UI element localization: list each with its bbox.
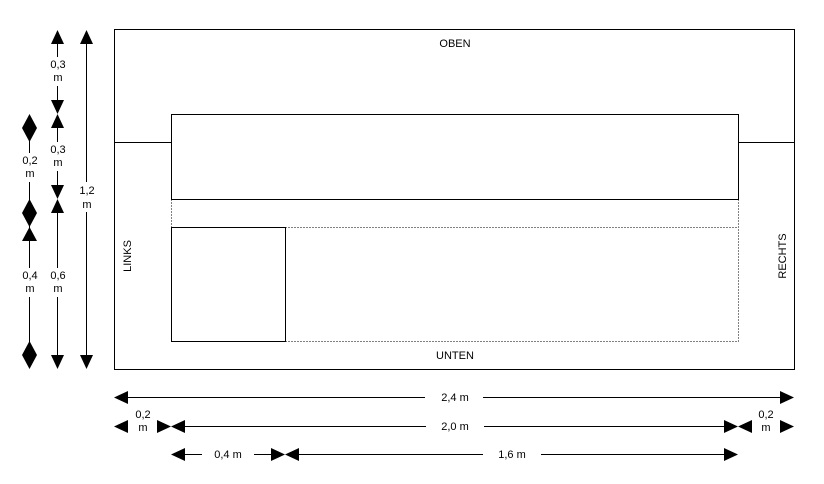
svg-text:0,2: 0,2 (135, 409, 150, 421)
dim-vertical-total: 1,2 m (76, 30, 98, 369)
upper-inner-box (171, 114, 739, 200)
dim-vertical-0-3-mid: 0,3 m (46, 114, 70, 199)
svg-text:m: m (25, 168, 34, 180)
dim-vertical-0-3-top: 0,3 m (46, 30, 70, 114)
svg-text:0,3: 0,3 (50, 144, 65, 156)
svg-text:1,2: 1,2 (79, 185, 94, 197)
dim-vertical-0-4: 0,4 m (18, 213, 42, 369)
label-left: LINKS (122, 240, 134, 272)
svg-text:m: m (82, 199, 91, 211)
dim-horizontal-right-margin: 0,2 m (738, 409, 794, 434)
svg-text:0,2: 0,2 (22, 155, 37, 167)
svg-text:m: m (53, 72, 62, 84)
svg-text:0,4: 0,4 (22, 270, 37, 282)
svg-text:m: m (53, 157, 62, 169)
dim-horizontal-large-part: 1,6 m (285, 446, 738, 462)
label-bottom: UNTEN (436, 350, 474, 362)
outer-frame (114, 29, 795, 370)
label-top: OBEN (439, 38, 470, 50)
dim-horizontal-left-margin: 0,2 m (114, 409, 171, 434)
svg-text:2,0 m: 2,0 m (441, 421, 469, 433)
dim-horizontal-inner: 2,0 m (171, 418, 738, 434)
svg-text:2,4 m: 2,4 m (441, 392, 469, 404)
dim-vertical-0-2: 0,2 m (18, 114, 42, 227)
dim-vertical-0-6: 0,6 m (46, 199, 70, 369)
svg-text:0,6: 0,6 (50, 270, 65, 282)
svg-text:0,4 m: 0,4 m (214, 449, 242, 461)
lower-left-box (171, 227, 286, 342)
svg-text:m: m (25, 283, 34, 295)
svg-text:0,2: 0,2 (758, 409, 773, 421)
svg-text:m: m (138, 422, 147, 434)
svg-text:1,6 m: 1,6 m (498, 449, 526, 461)
dim-horizontal-total: 2,4 m (114, 389, 794, 405)
label-right: RECHTS (777, 233, 789, 278)
dim-horizontal-small-part: 0,4 m (171, 446, 285, 462)
svg-text:m: m (761, 422, 770, 434)
svg-text:m: m (53, 283, 62, 295)
svg-text:0,3: 0,3 (50, 59, 65, 71)
